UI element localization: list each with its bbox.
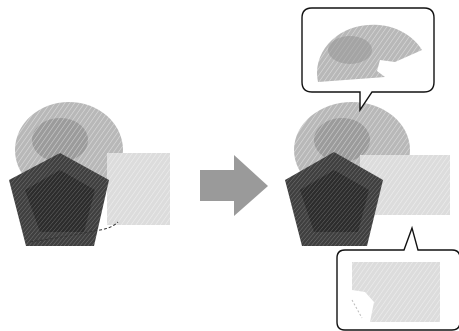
right-arrow-icon xyxy=(200,155,268,216)
left-rectangle xyxy=(107,153,170,225)
top-callout xyxy=(302,8,434,110)
left-composite xyxy=(9,102,170,246)
right-composite xyxy=(285,102,450,246)
